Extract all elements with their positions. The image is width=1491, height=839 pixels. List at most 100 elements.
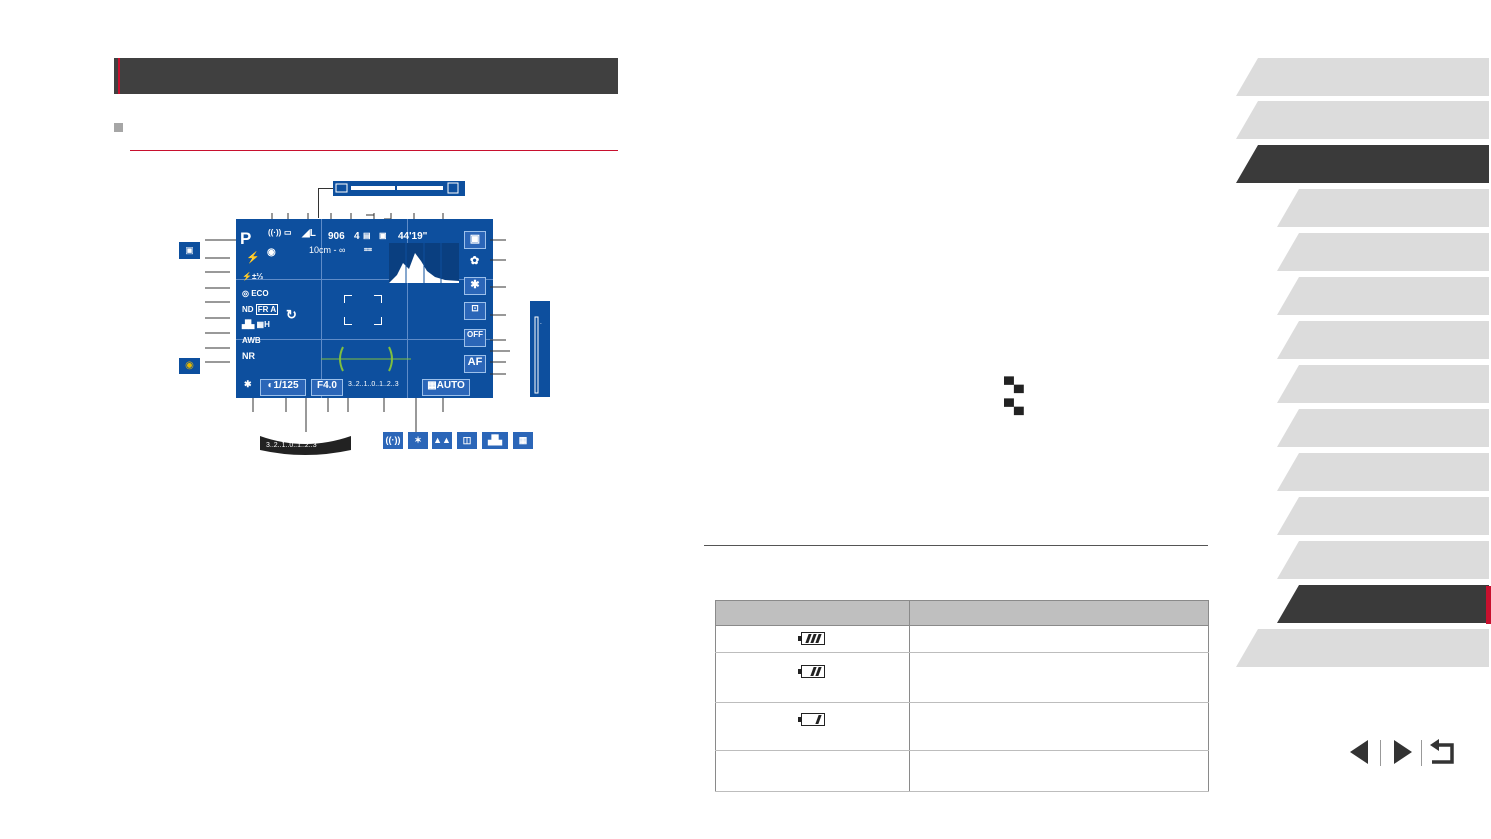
battery-desc-cell bbox=[909, 750, 1209, 792]
active-tab-marker bbox=[1486, 586, 1491, 624]
camera-screen: P ((·)) ▭ ◢L 906 4 ▤ ▣ 44'19" 10cm - ∞ ⌗… bbox=[236, 219, 493, 398]
exposure-dial-scale: 3..2..1..0..1..2..3 bbox=[266, 442, 317, 449]
metering-icon: ◎ ECO bbox=[242, 289, 269, 298]
tab-7[interactable] bbox=[1277, 321, 1489, 359]
white-balance: AWB bbox=[242, 336, 261, 345]
battery-icon: ▭ bbox=[284, 228, 292, 237]
blur-icon: ▦ bbox=[513, 432, 533, 449]
movie-time: 44'19" bbox=[398, 231, 428, 242]
self-timer-icon: ⌗⌗ bbox=[364, 247, 372, 254]
flash-mode-icon: ⚡ bbox=[246, 252, 260, 264]
shutter-speed: ◐1/125 bbox=[260, 379, 306, 396]
stabilizer-icon: ((·)) bbox=[268, 228, 282, 237]
noise-reduction: NR bbox=[242, 351, 255, 361]
af-icon: AF bbox=[464, 355, 486, 373]
grid-line bbox=[236, 279, 493, 280]
battery-icon-cell bbox=[715, 702, 910, 751]
exposure-scale: 3..2..1..0..1..2..3 bbox=[348, 381, 399, 388]
tab-3[interactable] bbox=[1236, 145, 1489, 183]
dynamic-icon: ◫ bbox=[457, 432, 477, 449]
grid-line bbox=[321, 219, 322, 398]
ae-lock-icon: ✱ bbox=[464, 277, 486, 295]
table-header-cell bbox=[909, 600, 1209, 626]
iso-speed: ▦AUTO bbox=[422, 379, 470, 396]
bottom-leaders bbox=[252, 398, 444, 432]
leader-line bbox=[318, 188, 319, 218]
tab-6[interactable] bbox=[1277, 277, 1489, 315]
stabilizer-on-icon: ◉ bbox=[267, 247, 276, 258]
frame-rate-icon: ▣ bbox=[379, 231, 387, 240]
tab-13[interactable] bbox=[1277, 585, 1489, 623]
tab-14[interactable] bbox=[1236, 629, 1489, 667]
battery-low-icon bbox=[797, 713, 825, 727]
shots-remaining: 906 bbox=[328, 231, 345, 242]
previous-page-icon[interactable] bbox=[1346, 738, 1374, 766]
battery-desc-cell bbox=[909, 625, 1209, 653]
nav-divider bbox=[1380, 740, 1381, 766]
af-frame bbox=[344, 295, 382, 325]
audio-level-meter: - bbox=[530, 301, 550, 397]
table-row bbox=[715, 652, 1209, 703]
movie-mode-icon: ▀▄ bbox=[1004, 376, 1024, 392]
bulb-icon: ✱ bbox=[244, 379, 252, 389]
grid-line bbox=[236, 339, 493, 340]
tab-9[interactable] bbox=[1277, 409, 1489, 447]
histogram bbox=[389, 243, 459, 283]
section-title-bar bbox=[114, 58, 618, 94]
star-icon: ✶ bbox=[408, 432, 428, 449]
table-header-row bbox=[715, 600, 1209, 626]
subsection-rule bbox=[130, 150, 618, 151]
time-lapse-icon: ↻ bbox=[286, 307, 297, 322]
battery-icon-cell bbox=[715, 652, 910, 703]
table-row bbox=[715, 702, 1209, 751]
tab-11[interactable] bbox=[1277, 497, 1489, 535]
exposure-dial: 3..2..1..0..1..2..3 bbox=[260, 436, 351, 455]
movie-quality-label: 4 bbox=[354, 231, 360, 242]
macro-icon: ✿ bbox=[470, 255, 480, 267]
scene-icon: ▣ bbox=[179, 242, 200, 259]
hand-icon: ▟▙ bbox=[482, 432, 508, 449]
tab-4[interactable] bbox=[1277, 189, 1489, 227]
aperture-value: F4.0 bbox=[311, 379, 343, 396]
subsection-marker bbox=[114, 123, 123, 132]
table-row bbox=[715, 625, 1209, 653]
servo-af-icon: ▣ bbox=[464, 231, 486, 249]
next-page-icon[interactable] bbox=[1388, 738, 1416, 766]
tab-8[interactable] bbox=[1277, 365, 1489, 403]
battery-desc-cell bbox=[909, 702, 1209, 751]
svg-text:-: - bbox=[540, 321, 542, 327]
focus-range: 10cm - ∞ bbox=[309, 245, 346, 255]
tab-1[interactable] bbox=[1236, 58, 1489, 96]
zoom-bar bbox=[333, 181, 465, 196]
mountain-icon: ▲▲ bbox=[432, 432, 452, 449]
table-row bbox=[715, 750, 1209, 792]
leader-line bbox=[318, 188, 333, 189]
shooting-mode: P bbox=[240, 229, 252, 248]
drive-mode-icon: ▟▙ ▦H bbox=[242, 320, 270, 329]
section-accent bbox=[118, 58, 120, 94]
battery-icon-cell bbox=[715, 750, 910, 792]
left-leaders bbox=[205, 239, 236, 363]
image-quality: ◢L bbox=[302, 228, 316, 239]
hdr-icon: ◉ bbox=[179, 358, 200, 374]
battery-desc-cell bbox=[909, 652, 1209, 703]
nd-filter-icon: ND FR A bbox=[242, 304, 279, 315]
movie-mode-icon: ▀▄ bbox=[1004, 398, 1024, 414]
electronic-level bbox=[321, 346, 411, 372]
shake-icon: ((·)) bbox=[383, 432, 403, 449]
right-leaders bbox=[490, 239, 510, 375]
table-header-cell bbox=[715, 600, 910, 626]
return-icon[interactable] bbox=[1428, 738, 1456, 766]
movie-size-icon: ▤ bbox=[363, 231, 371, 240]
grid-line bbox=[407, 219, 408, 398]
flash-comp-icon: ⚡±⅓ bbox=[242, 272, 264, 281]
tab-5[interactable] bbox=[1277, 233, 1489, 271]
battery-icon-cell bbox=[715, 625, 910, 653]
tab-12[interactable] bbox=[1277, 541, 1489, 579]
nav-divider bbox=[1421, 740, 1422, 766]
tab-2[interactable] bbox=[1236, 101, 1489, 139]
tab-10[interactable] bbox=[1277, 453, 1489, 491]
zoom-bar-graphic bbox=[335, 182, 459, 194]
battery-full-icon bbox=[797, 632, 825, 646]
battery-mid-icon bbox=[797, 665, 825, 679]
